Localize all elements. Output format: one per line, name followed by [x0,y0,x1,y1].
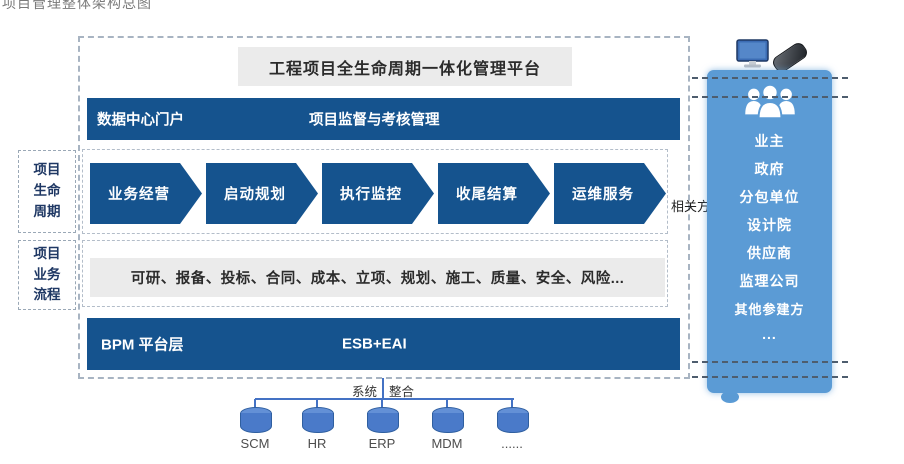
integration-label-left: 系统 [351,385,377,399]
people-group-icon [741,82,799,127]
portal-bar-right-label: 项目监督与考核管理 [309,112,440,129]
process-row-frame [82,240,668,307]
stakeholder-item: 业主 [754,133,785,149]
stakeholder-item: 其他参建方 [734,302,805,317]
section-label-line: 业务 [33,266,61,282]
integration-horizontal-line [255,398,514,400]
corner-title: 项目管理整体架构总图 [2,0,152,11]
stakeholder-item: 供应商 [746,245,792,261]
system-label-erp: ERP [368,436,396,451]
platform-title: 工程项目全生命周期一体化管理平台 [238,47,572,86]
stakeholder-list: 业主 政府 分包单位 设计院 供应商 监理公司 其他参建方 ... [734,131,804,342]
dashed-connector [692,376,848,378]
stage-chevron-business: 业务经营 [90,163,202,224]
bpm-label: BPM 平台层 [101,336,184,354]
stakeholders-panel: 业主 政府 分包单位 设计院 供应商 监理公司 其他参建方 ... [707,70,832,393]
database-cylinder-icon [302,407,334,435]
section-label-line: 流程 [33,287,61,303]
dashed-connector [692,77,848,79]
stage-chevron-execution: 执行监控 [322,163,434,224]
database-cylinder-icon [497,407,529,435]
portal-bar: 数据中心门户 项目监督与考核管理 [87,98,680,140]
connector-stub [316,399,318,408]
section-label-line: 周期 [33,203,61,219]
stage-chevron-closeout: 收尾结算 [438,163,550,224]
lifecycle-row-frame [82,149,668,234]
system-label-more: ...... [501,436,523,451]
section-label-lifecycle: 项目 生命 周期 [18,150,76,233]
system-label-scm: SCM [240,436,270,451]
stage-chevron-operation: 运维服务 [554,163,666,224]
system-label-hr: HR [307,436,327,451]
dashed-connector [692,96,848,98]
database-cylinder-icon [432,407,464,435]
database-cylinder-icon [240,407,272,435]
stakeholder-item: 分包单位 [739,189,800,205]
stakeholder-item: 政府 [754,161,785,177]
dashed-connector [692,361,848,363]
bpm-platform-bar: BPM 平台层 ESB+EAI [87,318,680,370]
section-label-line: 项目 [33,245,61,261]
section-label-line: 项目 [33,162,61,178]
integration-vertical-line [382,378,384,399]
stakeholder-item: 监理公司 [739,273,800,289]
main-dashed-frame [78,36,690,379]
portal-bar-left-label: 数据中心门户 [97,112,184,129]
stakeholder-tag: 相关方 [671,199,711,214]
integration-label: 系统 整合 [338,381,428,400]
section-label-process: 项目 业务 流程 [18,240,76,310]
connector-stub [511,399,513,408]
stakeholder-item: 设计院 [746,217,792,233]
section-label-line: 生命 [33,183,61,199]
stakeholder-item: ... [762,326,777,342]
monitor-icon [736,39,770,74]
panel-dot-decor [721,391,739,403]
connector-stub [381,399,383,408]
process-items-box: 可研、报备、投标、合同、成本、立项、规划、施工、质量、安全、风险... [90,258,665,297]
system-label-mdm: MDM [431,436,463,451]
connector-stub [446,399,448,408]
esb-eai-label: ESB+EAI [342,335,407,353]
database-cylinder-icon [367,407,399,435]
stage-chevron-startup: 启动规划 [206,163,318,224]
connector-stub [254,399,256,408]
integration-label-right: 整合 [389,385,415,399]
